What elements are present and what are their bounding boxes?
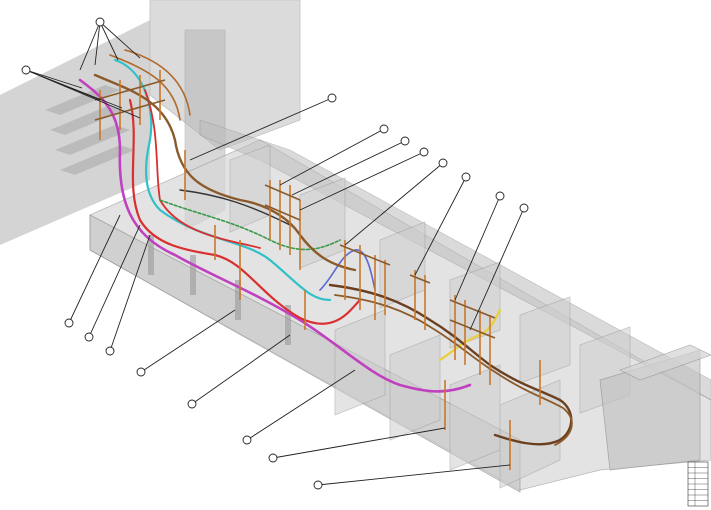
callout-balloon xyxy=(105,346,115,356)
pipe-blue xyxy=(319,249,376,291)
pipe-brown-main xyxy=(93,73,357,272)
callout-balloon xyxy=(438,158,448,168)
pipe-upper-bundle xyxy=(109,49,191,121)
callout-balloon xyxy=(327,93,337,103)
support-crossbars xyxy=(94,79,496,339)
callout-balloon xyxy=(187,399,197,409)
room-partitions xyxy=(229,144,631,489)
callout-leaders xyxy=(25,21,525,486)
pillars xyxy=(148,235,291,345)
pipe-brown-lower xyxy=(328,283,573,446)
back-wall-left xyxy=(0,20,150,245)
callout-balloons xyxy=(21,17,529,490)
stair-steps xyxy=(45,85,135,175)
callout-balloon xyxy=(379,124,389,134)
callout-balloon xyxy=(84,332,94,342)
pipe-brown-lower-2 xyxy=(334,294,573,446)
callout-balloon xyxy=(400,136,410,146)
callout-balloon xyxy=(419,147,429,157)
building-structure xyxy=(0,0,711,493)
callout-balloon xyxy=(268,453,278,463)
pipe-magenta xyxy=(78,78,472,393)
callout-balloon xyxy=(519,203,529,213)
callout-balloon xyxy=(21,65,31,75)
callout-balloon xyxy=(461,172,471,182)
callout-balloon xyxy=(136,367,146,377)
callout-balloon xyxy=(242,435,252,445)
callout-balloon xyxy=(313,480,323,490)
pipe-supports xyxy=(99,70,541,470)
callout-balloon xyxy=(64,318,74,328)
pipe-dark-horizontal xyxy=(179,189,291,226)
callout-balloon xyxy=(495,191,505,201)
end-block-top xyxy=(619,344,711,381)
pipe-network xyxy=(78,49,573,446)
legend-table xyxy=(687,461,709,507)
callout-balloon xyxy=(95,17,105,27)
